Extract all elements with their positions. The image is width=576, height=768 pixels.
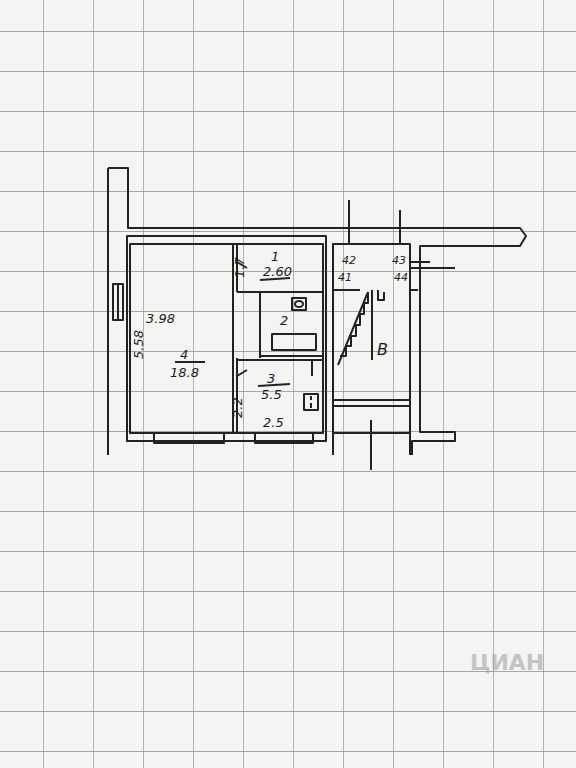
apartment-number: 43 — [392, 255, 406, 266]
dimension-text: 5.5 — [261, 388, 282, 401]
apartment-number: 41 — [338, 272, 352, 283]
dimension-text: 2.60 — [263, 265, 292, 278]
watermark: ЦИАН — [470, 650, 544, 675]
dimension-text: 1.7 — [233, 257, 246, 278]
dimension-text: 3.98 — [146, 312, 175, 325]
room-number: 1 — [271, 250, 279, 263]
dimension-text: 4 — [180, 348, 188, 361]
room-number: В — [377, 342, 388, 358]
dimension-text: 2.5 — [263, 416, 284, 429]
room-number: 2 — [280, 314, 288, 327]
dimension-text: 5.58 — [132, 330, 145, 359]
room-area: 3.98 4 18.8 5.58 — [130, 244, 233, 433]
apartment-number: 44 — [394, 272, 408, 283]
room-area: 12.601.7 — [237, 244, 322, 292]
dimension-text: 18.8 — [170, 366, 199, 379]
dimension-text: 2.2 — [231, 397, 244, 418]
room-number: 3 — [267, 372, 275, 385]
room-area: 2 — [260, 292, 322, 356]
apartment-number: 42 — [342, 255, 356, 266]
room-area: 35.52.52.2 — [237, 360, 322, 433]
